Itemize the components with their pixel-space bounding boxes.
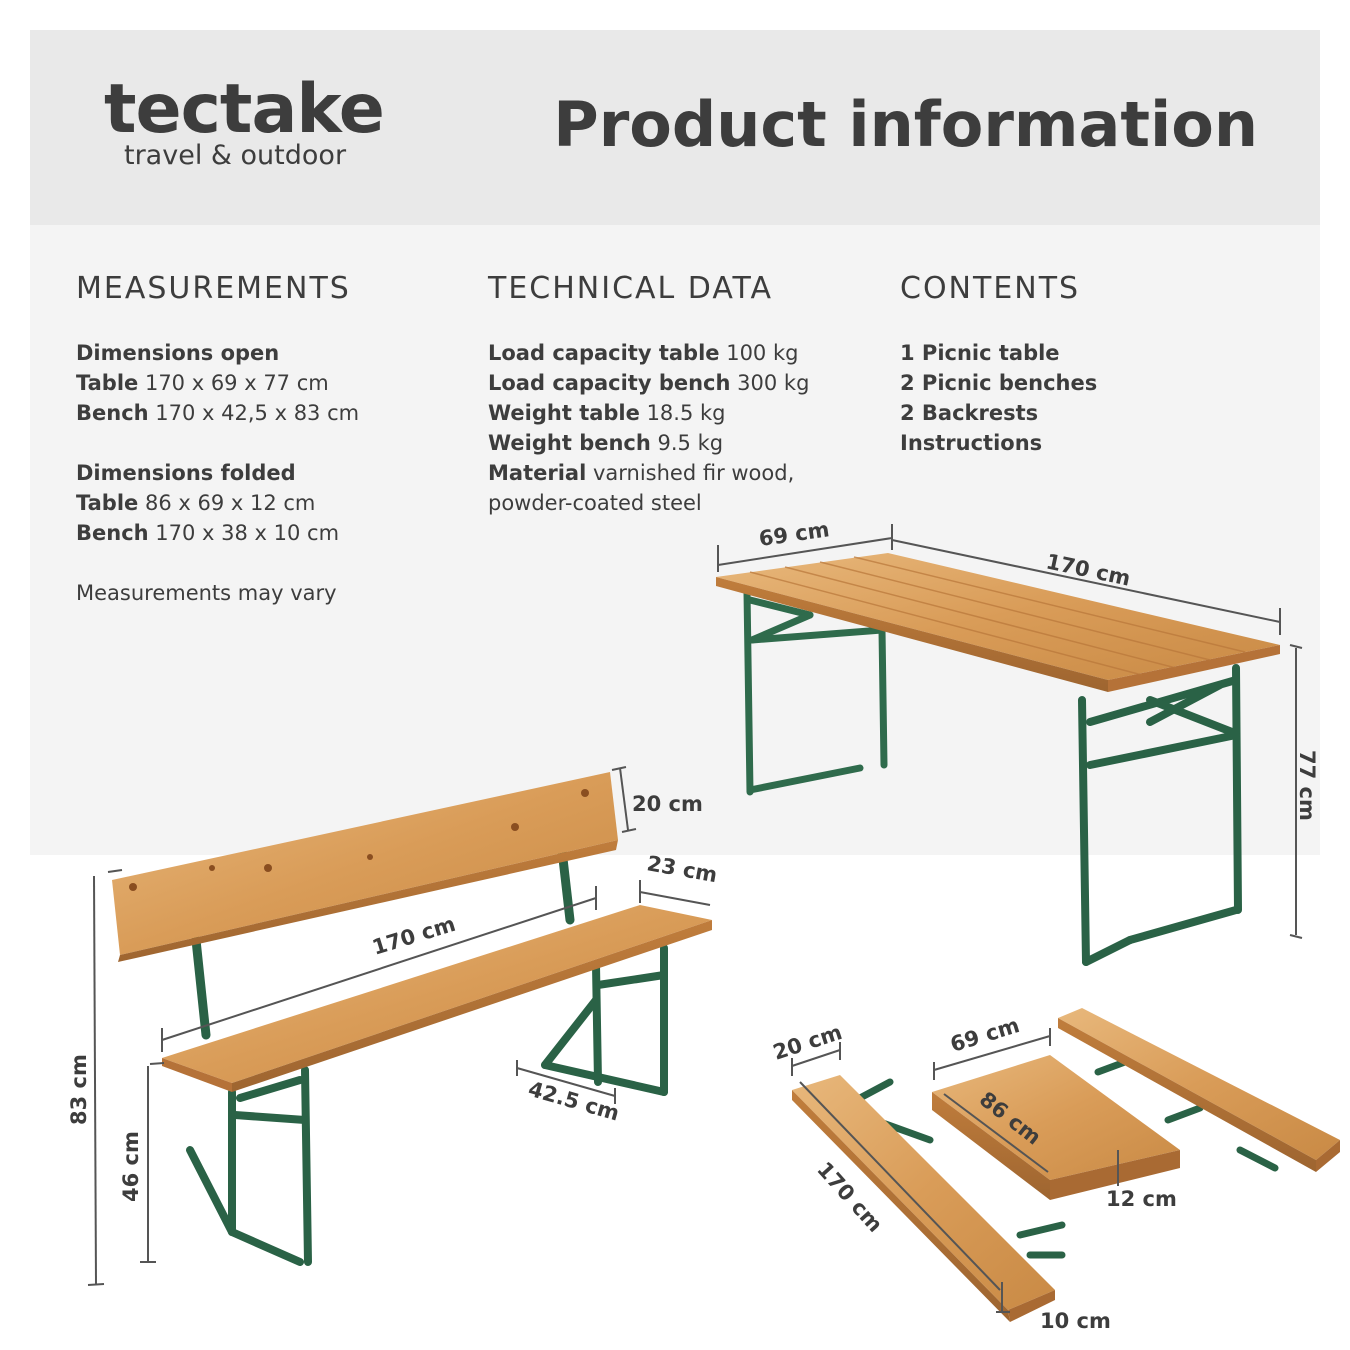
- folded-table-width-label: 69 cm: [947, 1013, 1022, 1057]
- open-table-line: Table 170 x 69 x 77 cm: [76, 371, 329, 395]
- contents-item: 2 Backrests: [900, 401, 1039, 425]
- seat-width-label: 23 cm: [645, 851, 719, 887]
- measurements-note: Measurements may vary: [76, 581, 337, 605]
- tech-row: Weight table 18.5 kg: [488, 401, 726, 425]
- contents-item: Instructions: [900, 431, 1043, 455]
- table-width-label: 69 cm: [757, 517, 831, 551]
- measurements-heading: MEASUREMENTS: [76, 271, 351, 306]
- folded-bench-line: Bench 170 x 38 x 10 cm: [76, 521, 340, 545]
- open-table-illustration: 69 cm 170 cm 77 cm: [716, 517, 1319, 966]
- backrest-height-label: 20 cm: [632, 792, 703, 816]
- seat-height-label: 46 cm: [119, 1131, 143, 1202]
- contents-heading: CONTENTS: [900, 271, 1081, 306]
- tech-material-cont: powder-coated steel: [488, 491, 702, 515]
- brand-logo: tectake: [104, 70, 385, 149]
- header-band: [30, 30, 1320, 225]
- tech-row: Load capacity table 100 kg: [488, 341, 799, 365]
- contents-item: 1 Picnic table: [900, 341, 1060, 365]
- tech-row: Weight bench 9.5 kg: [488, 431, 724, 455]
- bench-length-label: 170 cm: [369, 912, 458, 960]
- folded-bench-width-label: 20 cm: [770, 1020, 845, 1065]
- bench-height-label: 83 cm: [67, 1054, 91, 1125]
- technical-column: TECHNICAL DATA Load capacity table 100 k…: [488, 274, 888, 518]
- table-length-label: 170 cm: [1044, 549, 1133, 590]
- info-panel: [30, 225, 1320, 855]
- contents-column: CONTENTS 1 Picnic table 2 Picnic benches…: [900, 274, 1300, 458]
- folded-table-thickness-label: 12 cm: [1106, 1187, 1177, 1211]
- technical-heading: TECHNICAL DATA: [488, 271, 774, 306]
- table-height-label: 77 cm: [1295, 750, 1319, 821]
- folded-table-line: Table 86 x 69 x 12 cm: [76, 491, 316, 515]
- bench-illustration: 20 cm 23 cm 170 cm 42.5 cm 83 cm 46 cm: [67, 766, 719, 1286]
- measurements-column: MEASUREMENTS Dimensions open Table 170 x…: [76, 274, 476, 608]
- folded-bench-thickness-label: 10 cm: [1040, 1309, 1111, 1333]
- brand-tagline: travel & outdoor: [124, 140, 347, 171]
- dimensions-folded-label: Dimensions folded: [76, 461, 296, 485]
- tech-row: Load capacity bench 300 kg: [488, 371, 810, 395]
- open-bench-line: Bench 170 x 42,5 x 83 cm: [76, 401, 360, 425]
- folded-items-illustration: 20 cm 170 cm 10 cm 69 cm 86 cm 12 cm: [770, 1008, 1340, 1333]
- dimensions-open-label: Dimensions open: [76, 341, 280, 365]
- contents-item: 2 Picnic benches: [900, 371, 1098, 395]
- tech-row: Material varnished fir wood,: [488, 461, 795, 485]
- page-title: Product information: [553, 88, 1258, 161]
